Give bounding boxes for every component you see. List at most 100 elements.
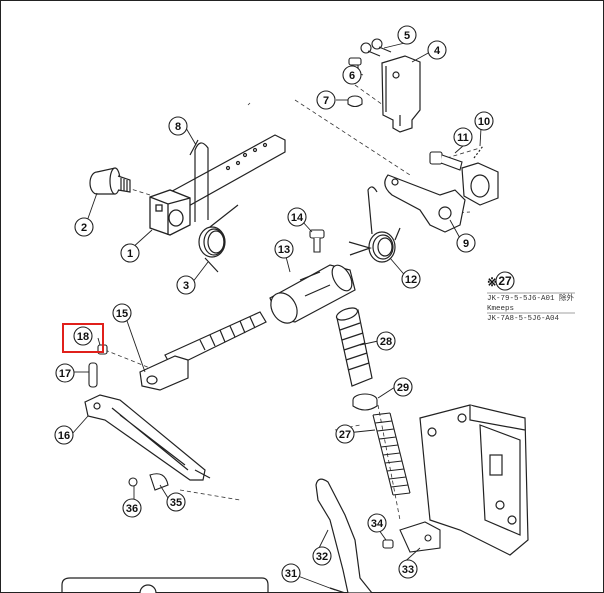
callout-14: 14 xyxy=(287,207,307,227)
callout-label: 5 xyxy=(404,30,410,42)
callout-label: 29 xyxy=(397,382,409,394)
callout-11: 11 xyxy=(453,127,473,147)
callout-33: 33 xyxy=(398,559,418,579)
part-27-spring xyxy=(372,412,411,496)
callout-label: 8 xyxy=(175,121,181,133)
callout-label: 12 xyxy=(405,274,417,286)
mounting-plate xyxy=(419,404,529,556)
callout-label: 17 xyxy=(59,368,71,380)
callout-circle xyxy=(274,239,294,259)
callout-32: 32 xyxy=(312,546,332,566)
part-13-shaft xyxy=(269,264,356,324)
callout-label: 2 xyxy=(81,222,87,234)
note-callout-circle xyxy=(495,271,515,291)
callout-5: 5 xyxy=(397,25,417,45)
callout-18: 18 xyxy=(62,323,104,353)
callout-circle xyxy=(168,116,188,136)
part-10-clamp xyxy=(461,145,499,206)
callout-9: 9 xyxy=(456,233,476,253)
note-prefix: ※ xyxy=(487,275,497,289)
callout-label: 33 xyxy=(402,564,414,576)
callout-31: 31 xyxy=(281,563,301,583)
callout-circle xyxy=(55,363,75,383)
callout-label: 31 xyxy=(285,568,297,580)
callout-circle xyxy=(335,424,355,444)
callout-4: 4 xyxy=(427,40,447,60)
callout-label: 36 xyxy=(126,503,138,515)
callout-circle xyxy=(287,207,307,227)
callout-label: 35 xyxy=(170,497,182,509)
callout-circle xyxy=(456,233,476,253)
part-29-nut xyxy=(352,393,378,411)
callout-17: 17 xyxy=(55,363,75,383)
callout-29: 29 xyxy=(393,377,413,397)
callout-circle xyxy=(281,563,301,583)
part-14-screw xyxy=(309,229,325,253)
callout-7: 7 xyxy=(316,90,336,110)
cutoff-callout xyxy=(139,584,157,593)
part-34-screw xyxy=(382,539,394,549)
part-27-note: ※ 27 JK-79-5-5J6-A01 除外 Kmeeps JK-7A8-5-… xyxy=(487,271,575,323)
callout-label: 28 xyxy=(380,336,392,348)
callout-label: 32 xyxy=(316,551,328,563)
callout-35: 35 xyxy=(166,492,186,512)
callout-circle xyxy=(74,217,94,237)
part-2-bushing xyxy=(89,167,131,195)
callout-circle xyxy=(342,65,362,85)
callout-circle xyxy=(393,377,413,397)
note-line-3: JK-7A8-5-5J6-A04 xyxy=(487,315,560,323)
callouts: 1234567891011121314151617182728293132333… xyxy=(54,25,494,583)
part-12-spring xyxy=(348,186,401,263)
callout-12: 12 xyxy=(401,269,421,289)
part-17-pin xyxy=(88,362,98,388)
callout-circle xyxy=(176,275,196,295)
part-35-washer xyxy=(149,473,169,491)
highlight-box xyxy=(62,323,104,353)
callout-6: 6 xyxy=(342,65,362,85)
callout-circle xyxy=(312,546,332,566)
callout-label: 7 xyxy=(323,95,329,107)
callout-label: 4 xyxy=(434,45,441,57)
part-8-link-arm xyxy=(164,134,286,222)
callout-circle xyxy=(166,492,186,512)
part-9-lever xyxy=(384,174,466,233)
callout-34: 34 xyxy=(367,513,387,533)
callout-label: 1 xyxy=(127,248,133,260)
callout-2: 2 xyxy=(74,217,94,237)
callout-circle xyxy=(316,90,336,110)
callout-36: 36 xyxy=(122,498,142,518)
callout-circle xyxy=(398,559,418,579)
callout-circle xyxy=(122,498,142,518)
callout-label: 15 xyxy=(116,308,128,320)
part-4-bracket xyxy=(381,55,421,133)
sub-frame-edge xyxy=(61,577,269,593)
callout-15: 15 xyxy=(112,303,132,323)
callout-1: 1 xyxy=(120,243,140,263)
note-line-1: JK-79-5-5J6-A01 除外 xyxy=(487,292,575,303)
note-callout-number: 27 xyxy=(498,274,512,288)
part-1-block xyxy=(149,189,191,236)
part-33-bracket xyxy=(399,521,441,553)
callout-label: 18 xyxy=(77,331,89,343)
callout-circle xyxy=(397,25,417,45)
callout-3: 3 xyxy=(176,275,196,295)
callout-circle xyxy=(376,331,396,351)
callout-label: 3 xyxy=(183,280,189,292)
part-16-lever-arm xyxy=(84,394,211,481)
part-28-threaded-tube xyxy=(335,307,373,387)
part-31-arm xyxy=(315,478,373,593)
callout-13: 13 xyxy=(274,239,294,259)
part-3-spring xyxy=(198,204,239,273)
callout-label: 9 xyxy=(463,238,469,250)
callout-28: 28 xyxy=(376,331,396,351)
part-11-screw xyxy=(429,151,463,171)
callout-label: 6 xyxy=(349,70,355,82)
callout-label: 34 xyxy=(371,518,384,530)
callout-circle xyxy=(401,269,421,289)
callout-circle xyxy=(73,326,93,346)
callout-circle xyxy=(474,111,494,131)
part-7-nut xyxy=(347,95,363,108)
callout-circle xyxy=(112,303,132,323)
